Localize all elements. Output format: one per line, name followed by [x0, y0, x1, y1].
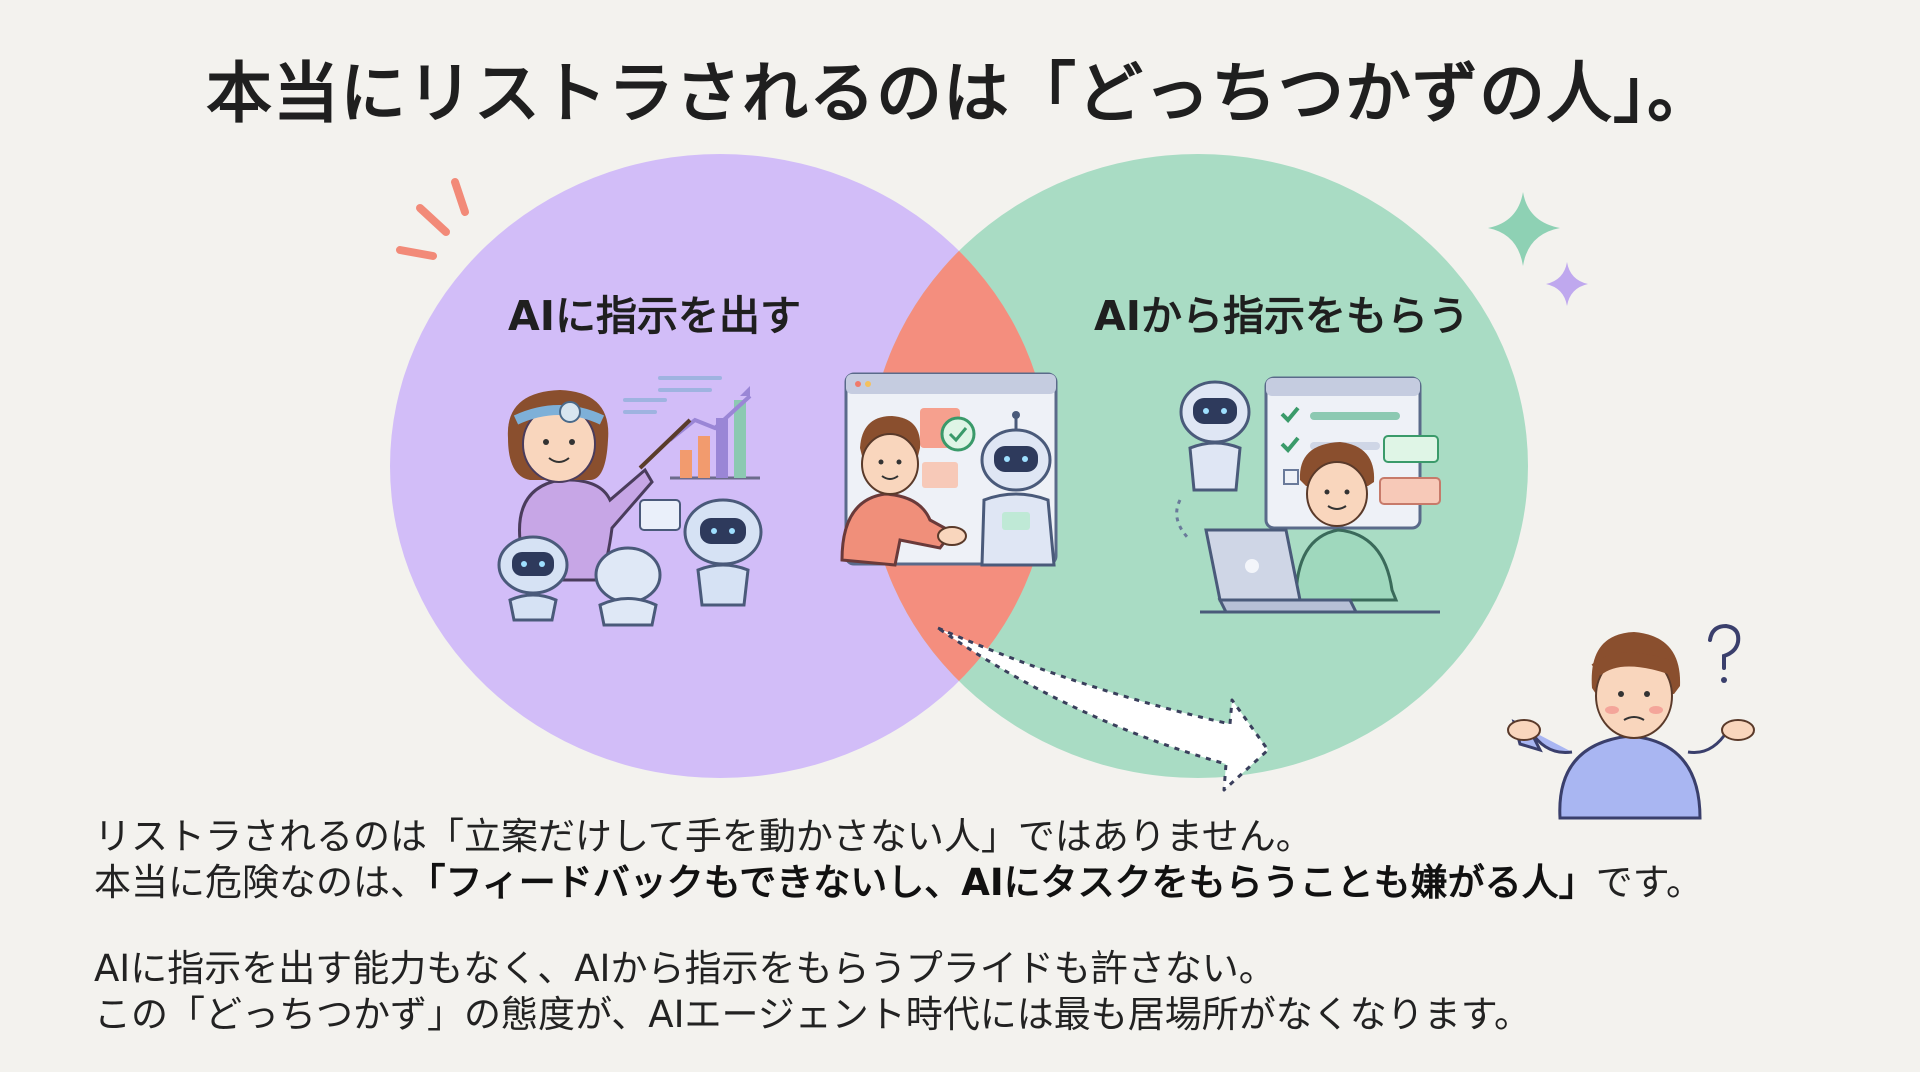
- body-paragraph-2: AIに指示を出す能力もなく、AIから指示をもらうプライドも許さない。 この「どっ…: [94, 946, 1531, 1038]
- p1-line-2-bold: 「フィードバックもできないし、AIにタスクをもらうことも嫌がる人」: [427, 861, 1596, 904]
- p2-line-1: AIに指示を出す能力もなく、AIから指示をもらうプライドも許さない。: [94, 947, 1276, 990]
- p1-line-2: 本当に危険なのは、「フィードバックもできないし、AIにタスクをもらうことも嫌がる…: [94, 860, 1703, 906]
- p1-line-2-pre: 本当に危険なのは、: [94, 861, 427, 904]
- p1-line-2-post: です。: [1595, 861, 1703, 904]
- man-laptop-robot-checklist-illustration: [1175, 376, 1441, 614]
- confused-person-illustration: [1507, 623, 1755, 820]
- burst-lines-icon: [396, 178, 469, 260]
- handshake-human-robot-illustration: [840, 372, 1058, 567]
- woman-teacher-with-robots-illustration: [497, 376, 763, 627]
- dotted-arrow-icon: [936, 626, 1270, 792]
- p2-line-2: この「どっちつかず」の態度が、AIエージェント時代には最も居場所がなくなります。: [94, 993, 1532, 1036]
- body-paragraph-1: リストラされるのは「立案だけして手を動かさない人」ではありません。 本当に危険な…: [94, 814, 1703, 906]
- p1-line-1: リストラされるのは「立案だけして手を動かさない人」ではありません。: [94, 815, 1313, 858]
- page-title: 本当にリストラされるのは「どっちつかずの人」。: [206, 55, 1714, 132]
- left-circle-label: AIに指示を出す: [508, 292, 801, 340]
- right-circle-label: AIから指示をもらう: [1094, 292, 1469, 340]
- sparkle-icon: [1488, 192, 1588, 306]
